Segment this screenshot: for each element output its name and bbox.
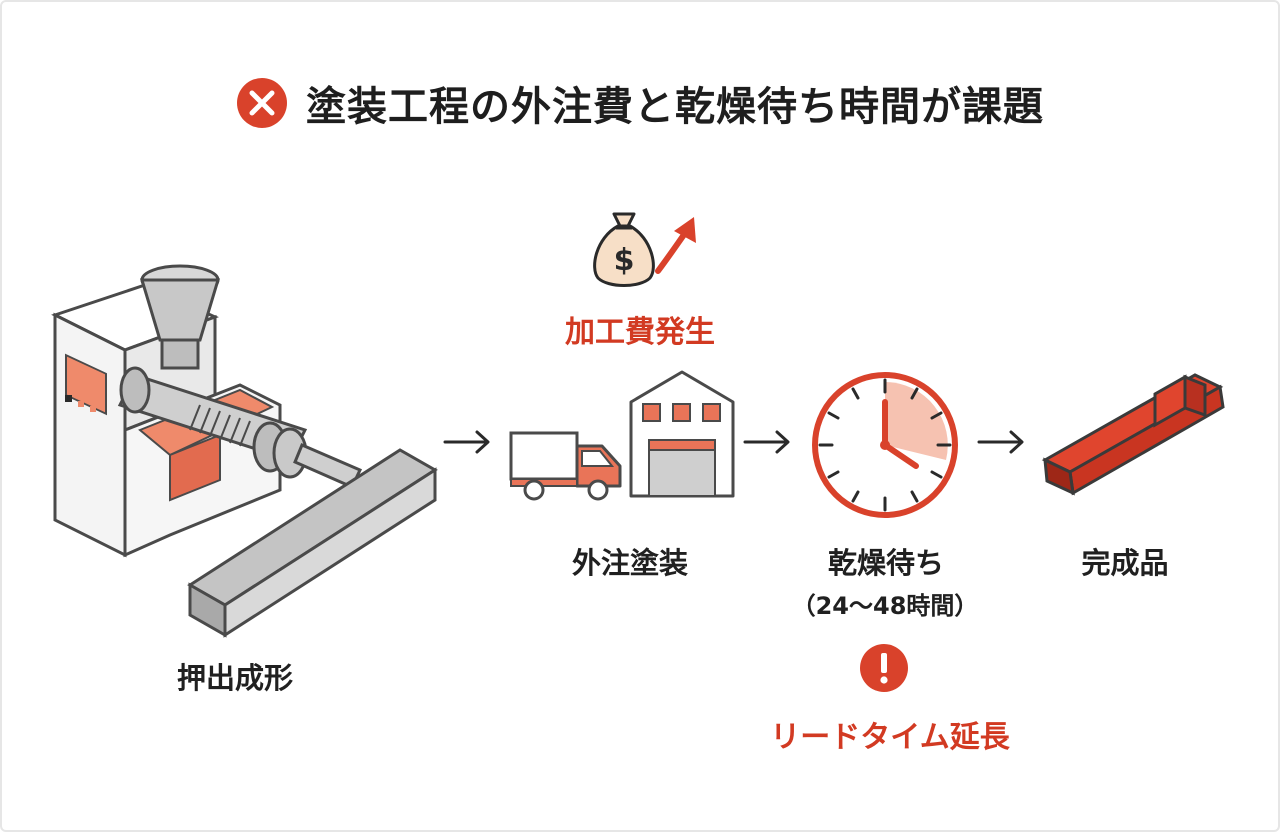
flow-arrow-3 (977, 430, 1024, 454)
page-title: 塗装工程の外注費と乾燥待ち時間が課題 (306, 84, 1044, 130)
extrusion-machine-illustration (51, 264, 438, 638)
finished-product-icon (1041, 373, 1225, 496)
title-row: 塗装工程の外注費と乾燥待ち時間が課題 (0, 68, 1280, 138)
lead-time-label: リードタイム延長 (770, 720, 1010, 755)
money-bag-icon: $ (593, 212, 655, 287)
step-label-finished: 完成品 (1081, 546, 1169, 580)
clock-icon (812, 372, 958, 518)
step-label-outsourced-painting: 外注塗装 (571, 546, 688, 580)
up-arrow-icon (655, 217, 696, 274)
flow-arrow-2 (743, 430, 790, 454)
drying-hours-label: （24〜48時間） (791, 592, 979, 620)
step-label-drying-wait: 乾燥待ち (827, 546, 944, 580)
flow-arrow-1 (443, 430, 490, 454)
factory-building-icon (629, 370, 735, 498)
exclamation-icon (860, 644, 908, 692)
svg-text:$: $ (614, 243, 635, 278)
step-label-extrusion: 押出成形 (176, 661, 293, 695)
error-x-icon (237, 78, 287, 128)
delivery-truck-icon (509, 431, 622, 501)
processing-cost-label: 加工費発生 (565, 315, 715, 350)
